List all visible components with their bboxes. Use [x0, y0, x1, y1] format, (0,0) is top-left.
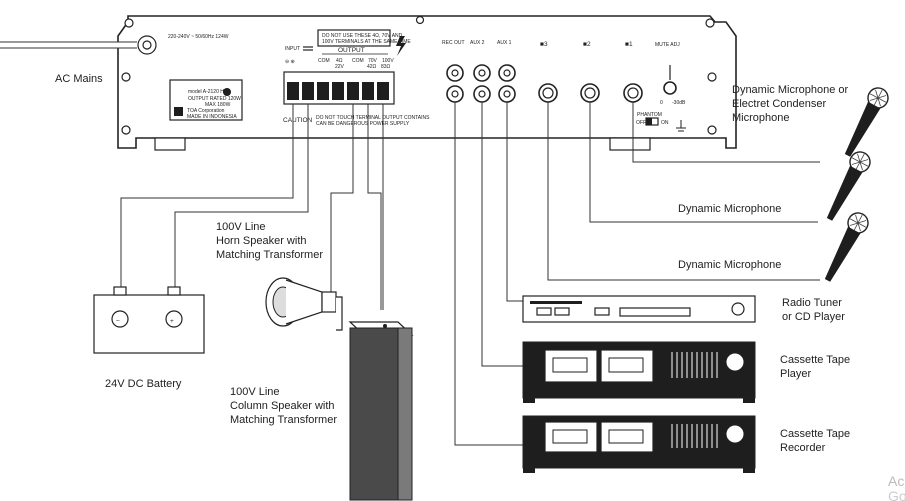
terminal-label-70v: 70V	[368, 58, 378, 64]
power-spec-label: 220-240V ~ 50/60Hz 124W	[168, 34, 229, 40]
lightning-icon	[396, 36, 406, 56]
maker-label: TOA Corporation	[187, 108, 225, 114]
speaker-terminal-block	[283, 71, 395, 105]
horn-speaker-wire-1	[330, 104, 354, 292]
output-max-label: MAX 180W	[205, 102, 231, 108]
player-label-line2: Player	[780, 368, 812, 380]
terminal-label-com: COM	[318, 58, 330, 64]
mic3-label: ■3	[540, 41, 548, 48]
horn-label-line2: Horn Speaker with	[216, 235, 307, 247]
cassette-recorder-icon	[522, 415, 756, 473]
model-label: model A-2120 H	[188, 89, 224, 95]
battery-minus-label: −	[116, 318, 120, 325]
amplifier-chassis	[117, 15, 737, 149]
caution-text-2: CAN BE DANGEROUS POWER SUPPLY	[316, 121, 410, 127]
recorder-label-line2: Recorder	[780, 442, 826, 454]
warning-text-top: DO NOT USE THESE 4Ω, 70V AND	[322, 33, 403, 39]
amplifier-foot-right	[609, 137, 651, 151]
toa-logo-icon	[174, 107, 183, 116]
horn-speaker-wire-2	[367, 104, 382, 310]
amplifier-rear-panel: 220-240V ~ 50/60Hz 124W model A-2120 H O…	[117, 15, 737, 151]
watermark-line2: Go	[888, 488, 905, 501]
terminal-label-com2: COM	[352, 58, 364, 64]
mute-scale-max: -30dB	[672, 100, 686, 106]
screw-icon	[705, 18, 715, 28]
output-rated-label: OUTPUT RATED 120W	[188, 96, 241, 102]
output-label: OUTPUT	[338, 47, 365, 54]
column-speaker-icon	[348, 321, 414, 501]
amplifier-foot-left	[154, 137, 186, 151]
column-label-line1: 100V Line	[230, 386, 280, 398]
mute-adj-label: MUTE ADJ	[655, 42, 680, 48]
connection-wires	[120, 102, 820, 446]
battery-icon: − +	[93, 286, 205, 354]
screw-icon	[415, 15, 425, 25]
caution-text-1: DO NOT TOUCH TERMINAL OUTPUT CONTAINS	[316, 115, 430, 121]
aux1-to-tuner-wire	[506, 102, 523, 302]
player-label-line1: Cassette Tape	[780, 354, 850, 366]
cassette-player-icon	[522, 341, 756, 403]
mic1-wire	[632, 102, 820, 163]
terminal-sublabel-4ohm: 22V	[335, 64, 345, 70]
watermark-line1: Ac	[888, 473, 904, 489]
mute-adj-knob-icon	[663, 81, 677, 95]
terminal-label-100v: 100V	[382, 58, 394, 64]
phantom-off-label: OFF	[636, 120, 646, 126]
mic1-label-line1: Dynamic Microphone or	[732, 84, 848, 96]
mic1-label-line3: Microphone	[732, 112, 789, 124]
aux2-to-player-wire	[481, 102, 523, 367]
horn-speaker-icon	[265, 277, 343, 331]
phantom-label: PHANTOM	[637, 112, 662, 118]
battery-negative-wire	[120, 104, 294, 288]
horn-label-line3: Matching Transformer	[216, 249, 323, 261]
aux1-label: AUX 1	[497, 40, 512, 46]
model-plate	[169, 79, 243, 121]
battery-terminal-symbol: ⊖ ⊕	[285, 59, 295, 65]
warning-text-bottom: 100V TERMINALS AT THE SAME TIME	[322, 39, 411, 45]
aux2-label: AUX 2	[470, 40, 485, 46]
battery-plus-label: +	[170, 318, 174, 325]
microphone-icon	[826, 151, 871, 221]
caution-label: CAUTION	[283, 117, 313, 124]
rca-jack-group	[446, 64, 516, 103]
recorder-label-line1: Cassette Tape	[780, 428, 850, 440]
ground-icon	[676, 120, 686, 132]
screw-icon	[121, 72, 131, 82]
battery-label: 24V DC Battery	[105, 378, 182, 390]
warning-box	[317, 29, 391, 47]
column-label-line2: Column Speaker with	[230, 400, 335, 412]
mic3-label: Dynamic Microphone	[678, 259, 781, 271]
screw-icon	[707, 72, 717, 82]
mic3-wire	[547, 102, 820, 281]
rec-out-label: REC OUT	[442, 40, 465, 46]
made-in-label: MADE IN INDONESIA	[187, 114, 237, 120]
screw-icon	[707, 125, 717, 135]
ground-screw-icon	[223, 88, 231, 96]
microphone-icon	[824, 212, 869, 282]
screw-icon	[121, 125, 131, 135]
mic2-label: Dynamic Microphone	[678, 203, 781, 215]
terminal-sublabel-100v: 83Ω	[381, 64, 391, 70]
rec-out-to-recorder-wire	[454, 102, 523, 446]
battery-positive-wire	[174, 104, 309, 288]
mic2-wire	[589, 102, 818, 223]
tuner-label-line1: Radio Tuner	[782, 297, 842, 309]
radio-tuner-icon	[522, 295, 756, 323]
column-label-line3: Matching Transformer	[230, 414, 337, 426]
phantom-on-label: ON	[661, 120, 669, 126]
horn-label-line1: 100V Line	[216, 221, 266, 233]
ac-mains-label: AC Mains	[55, 73, 103, 85]
mic1-label: ■1	[625, 41, 633, 48]
terminal-label-4ohm: 4Ω	[336, 58, 343, 64]
mic2-label: ■2	[583, 41, 591, 48]
screw-icon	[124, 18, 134, 28]
input-label: INPUT	[285, 46, 300, 52]
terminal-sublabel-70v: 42Ω	[367, 64, 377, 70]
tuner-label-line2: or CD Player	[782, 311, 845, 323]
mute-scale-min: 0	[660, 100, 663, 106]
mic1-label-line2: Electret Condenser	[732, 98, 826, 110]
microphone-icon	[844, 87, 889, 157]
